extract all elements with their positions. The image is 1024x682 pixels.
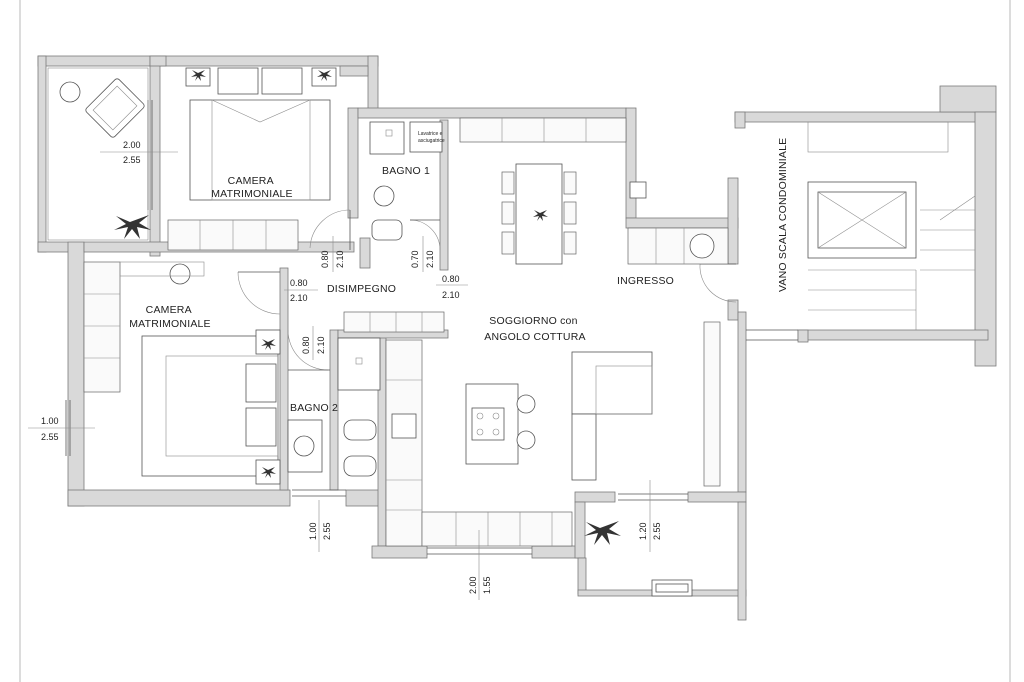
svg-text:2.10: 2.10 [316,336,326,354]
svg-text:2.10: 2.10 [335,250,345,268]
svg-text:0.80: 0.80 [320,250,330,268]
dim-door-cam1: 0.80 2.10 [320,236,345,272]
doors [237,209,737,371]
dim-door-cam2: 0.80 2.10 [284,278,318,303]
svg-text:1.20: 1.20 [638,522,648,540]
room-label-disimpegno: DISIMPEGNO [327,283,396,295]
room-label-bagno-2: BAGNO 2 [290,402,338,414]
svg-text:0.70: 0.70 [410,250,420,268]
room-label-soggiorno: SOGGIORNO con ANGOLO COTTURA [484,315,585,343]
dim-window-soggiorno: 2.00 1.55 [468,530,492,600]
furniture [47,67,976,547]
room-label-camera-1: CAMERA MATRIMONIALE [211,175,293,200]
dim-window-balcone: 1.20 2.55 [638,480,662,552]
walls [37,55,997,621]
dim-window-cam2: 1.00 2.55 [28,416,95,442]
svg-text:0.80: 0.80 [442,274,460,284]
room-label-bagno-1: BAGNO 1 [382,165,430,177]
plants [114,70,621,545]
dim-window-bagno2: 1.00 2.55 [308,500,332,552]
room-label-ingresso: INGRESSO [617,275,674,287]
room-labels: CAMERA MATRIMONIALE CAMERA MATRIMONIALE … [129,131,789,414]
svg-text:2.00: 2.00 [123,140,141,150]
appliance-label: Lavatrice e asciugatrice [418,131,445,144]
dimension-labels: 2.00 2.55 1.00 2.55 0.80 2.10 0.80 2.10 … [28,140,662,600]
svg-text:0.80: 0.80 [290,278,308,288]
svg-text:1.00: 1.00 [41,416,59,426]
svg-text:1.00: 1.00 [308,522,318,540]
svg-text:0.80: 0.80 [301,336,311,354]
dim-window-cam1: 2.00 2.55 [100,140,178,165]
room-label-vano-scala: VANO SCALA CONDOMINIALE [777,138,789,292]
svg-text:2.55: 2.55 [123,155,141,165]
dim-door-bagno2: 0.80 2.10 [301,326,326,360]
svg-text:1.55: 1.55 [482,576,492,594]
svg-text:2.55: 2.55 [41,432,59,442]
svg-text:2.10: 2.10 [442,290,460,300]
svg-text:2.00: 2.00 [468,576,478,594]
dim-door-soggiorno: 0.80 2.10 [436,274,468,300]
svg-text:2.10: 2.10 [290,293,308,303]
svg-text:2.10: 2.10 [425,250,435,268]
svg-text:2.55: 2.55 [322,522,332,540]
dim-door-bagno1: 0.70 2.10 [410,236,435,272]
svg-text:2.55: 2.55 [652,522,662,540]
room-label-camera-2: CAMERA MATRIMONIALE [129,304,211,330]
sheet-frame [19,0,1011,682]
